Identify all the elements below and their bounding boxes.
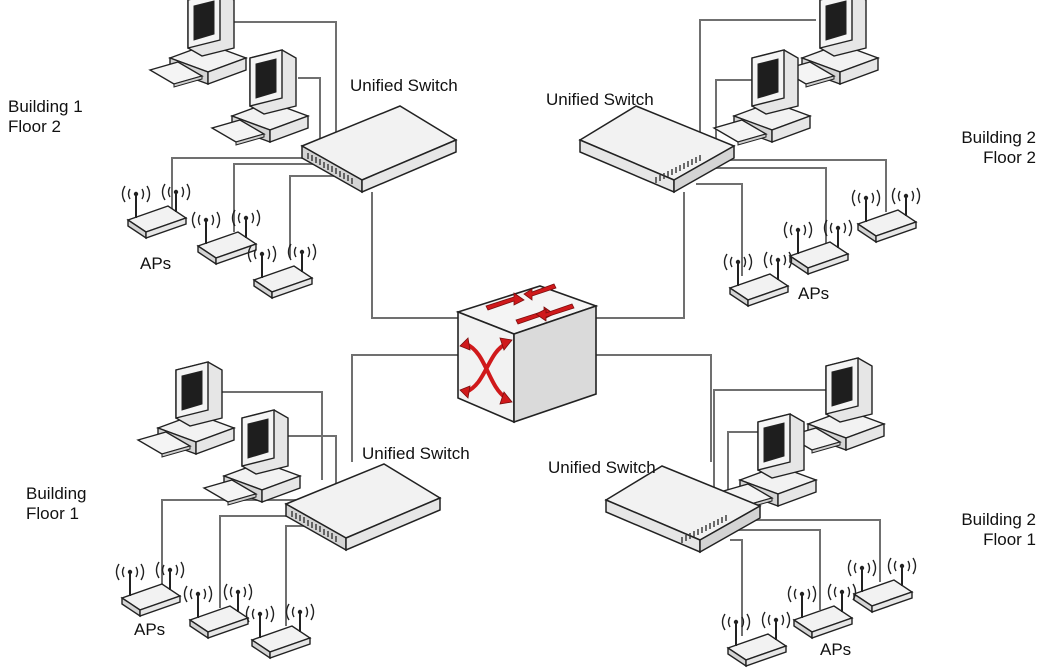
unified-switch-icon [301, 105, 457, 193]
unified-switch-icon [285, 463, 441, 551]
access-point-icon [183, 583, 253, 639]
access-point-icon [245, 603, 315, 659]
desktop-computer-icon [137, 361, 235, 458]
unified-switch-label: Unified Switch [350, 76, 458, 95]
label-line: Building 2 [961, 128, 1036, 147]
label-line: Building [26, 484, 87, 503]
building-1-floor-2-label: Building 1 Floor 2 [8, 97, 83, 137]
uplink-tl [371, 192, 458, 319]
building-floor-1-label: Building Floor 1 [26, 484, 87, 524]
label-line: Building 2 [961, 510, 1036, 529]
desktop-computer-icon [149, 0, 247, 88]
b2f2-devices [579, 0, 921, 307]
access-point-icon [723, 251, 793, 307]
unified-switch-label: Unified Switch [548, 458, 656, 477]
desktop-computer-icon [713, 49, 811, 146]
access-point-icon [721, 611, 791, 667]
b1f2-devices [121, 0, 457, 299]
label-line: Building 1 [8, 97, 83, 116]
unified-switch-label: Unified Switch [362, 444, 470, 463]
label-line: Floor 2 [983, 148, 1036, 167]
b2f1-devices [605, 357, 917, 667]
core-switch-icon [455, 283, 599, 424]
unified-switch-icon [579, 105, 735, 193]
cables [161, 19, 887, 636]
uplink-tr [596, 192, 685, 319]
aps-label: APs [140, 254, 172, 273]
access-point-icon [115, 561, 185, 617]
uplink-bl [351, 354, 458, 462]
access-point-icon [191, 209, 261, 265]
b1f1-devices [115, 361, 441, 659]
access-point-icon [787, 583, 857, 639]
unified-switch-label: Unified Switch [546, 90, 654, 109]
access-point-icon [121, 183, 191, 239]
uplink-br [596, 354, 712, 462]
building-2-floor-1-label: Building 2 Floor 1 [961, 510, 1036, 550]
access-point-icon [847, 557, 917, 613]
label-line: Floor 1 [983, 530, 1036, 549]
aps-label: APs [798, 284, 830, 303]
aps-label: APs [134, 620, 166, 639]
access-point-icon [247, 243, 317, 299]
label-line: Floor 2 [8, 117, 61, 136]
building-2-floor-2-label: Building 2 Floor 2 [961, 128, 1036, 168]
access-point-icon [783, 219, 853, 275]
aps-label: APs [820, 640, 852, 659]
label-line: Floor 1 [26, 504, 79, 523]
